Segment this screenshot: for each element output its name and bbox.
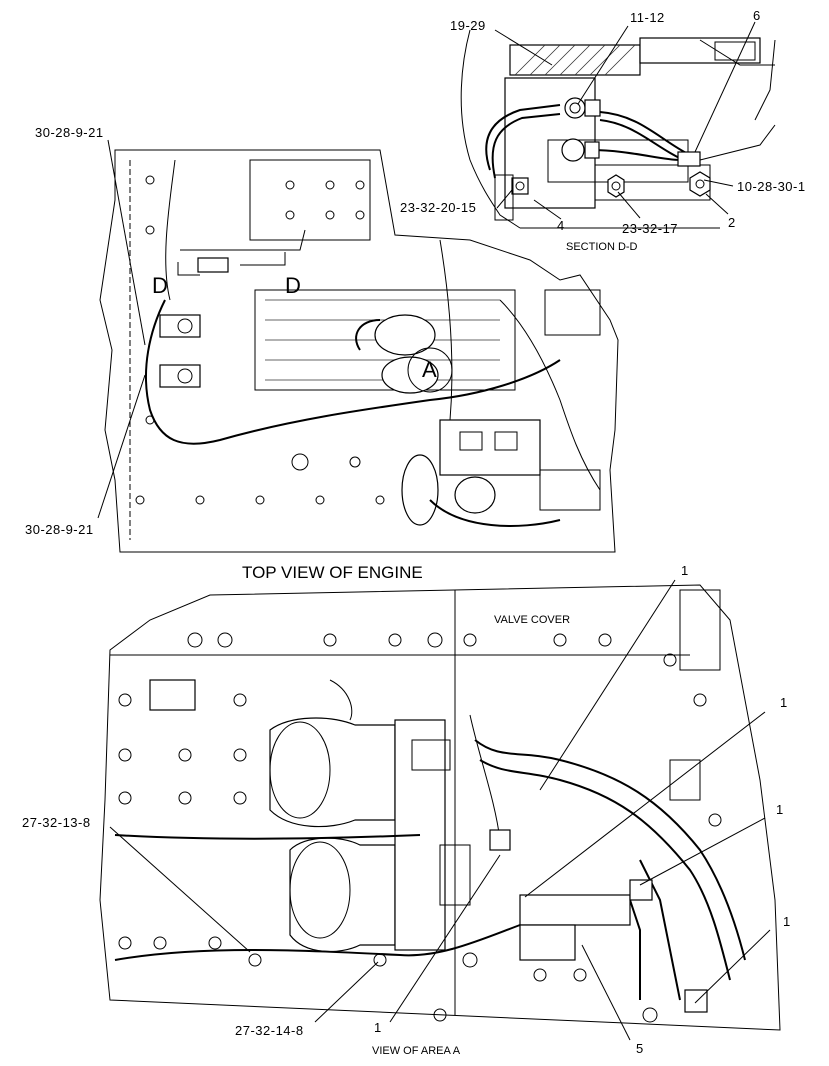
callout-1-a: 1 (681, 563, 689, 578)
top-view-drawing (99, 149, 619, 553)
view-area-caption: VIEW OF AREA A (372, 1045, 461, 1057)
callout-4: 4 (557, 218, 565, 233)
callout-11-12: 11-12 (630, 10, 665, 25)
callout-5: 5 (636, 1041, 644, 1056)
top-view-caption: TOP VIEW OF ENGINE (242, 563, 423, 582)
callout-30-28-9-21-bottom: 30-28-9-21 (25, 522, 94, 537)
valve-cover-label: VALVE COVER (494, 614, 570, 626)
section-marker-left: D (152, 273, 168, 298)
callout-6: 6 (753, 8, 761, 23)
section-d-d-drawing (460, 29, 776, 229)
callout-27-32-13-8: 27-32-13-8 (22, 815, 91, 830)
leader-lines (97, 21, 771, 1041)
section-caption: SECTION D-D (566, 241, 638, 253)
callout-19-29: 19-29 (450, 18, 486, 33)
callout-23-32-17: 23-32-17 (622, 221, 678, 236)
callout-1-c: 1 (776, 802, 784, 817)
callout-10-28-30-1: 10-28-30-1 (737, 179, 806, 194)
callout-30-28-9-21-top: 30-28-9-21 (35, 125, 104, 140)
callout-23-32-20-15: 23-32-20-15 (400, 200, 476, 215)
view-area-a-drawing (99, 584, 781, 1031)
section-marker-right: D (285, 273, 301, 298)
callout-27-32-14-8: 27-32-14-8 (235, 1023, 304, 1038)
callout-2: 2 (728, 215, 736, 230)
callout-1-b: 1 (780, 695, 788, 710)
callout-1-d: 1 (783, 914, 791, 929)
callout-1-e: 1 (374, 1020, 382, 1035)
area-marker: A (422, 357, 437, 382)
